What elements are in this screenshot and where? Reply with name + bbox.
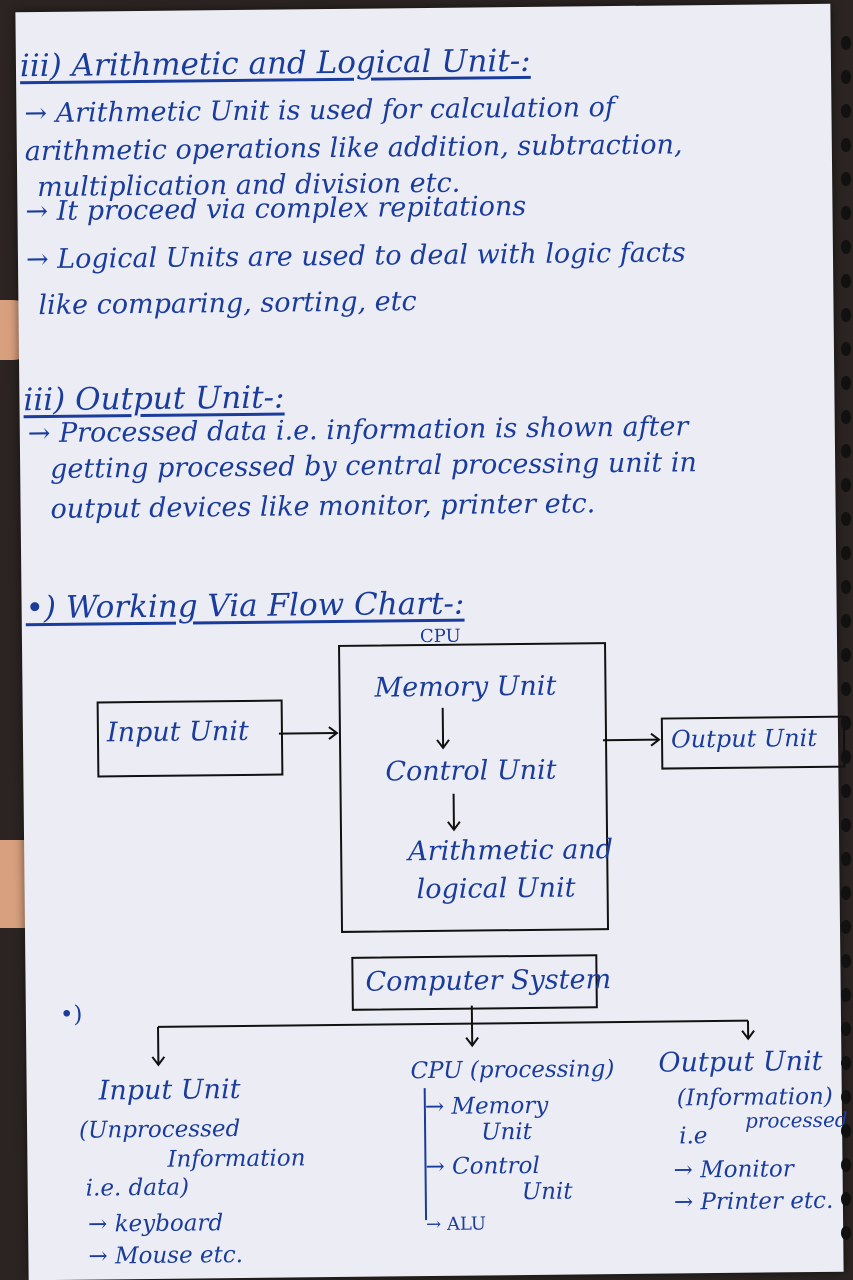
notebook-page: iii) Arithmetic and Logical Unit-: → Ari… [15,3,848,1280]
connector-lines [151,707,755,1221]
spiral-binding [839,0,853,1280]
